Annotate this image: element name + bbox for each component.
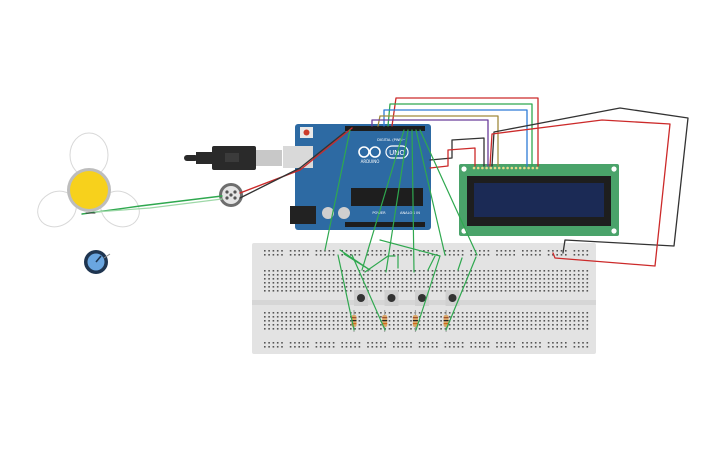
wire-lcd-blue[interactable] (383, 109, 528, 167)
wire-lcd-red-2[interactable] (429, 147, 476, 169)
pushbutton[interactable] (354, 290, 368, 306)
wire-lcd-green[interactable] (387, 103, 533, 167)
wire-power-black[interactable] (491, 107, 689, 254)
arduino-logo-icon (358, 146, 381, 158)
arduino-uno[interactable]: UNO ARDUINO DIGITAL (PWM~) POWER ANALOG … (283, 124, 431, 230)
fan-motor[interactable] (31, 132, 146, 234)
resistor[interactable] (412, 310, 418, 332)
wire-lcd-purple[interactable] (371, 119, 489, 167)
power-jack (290, 206, 316, 224)
wire-vcc-green[interactable] (379, 239, 441, 257)
wire-btn-res-1[interactable] (337, 254, 355, 331)
wire-5v-green[interactable] (361, 129, 405, 271)
wire-lcd-red[interactable] (391, 97, 539, 167)
usb-cable[interactable] (184, 146, 282, 170)
wire-lcd-black-1[interactable] (429, 137, 485, 167)
wire-a2-green[interactable] (415, 129, 446, 256)
wire-a0-green[interactable] (385, 129, 409, 273)
wire-btn-res-4[interactable] (445, 256, 477, 331)
board-brand: ARDUINO (361, 159, 380, 164)
usb-port (283, 146, 313, 168)
lcd-16x2[interactable] (459, 164, 619, 236)
wire-bb-green-5[interactable] (339, 249, 371, 271)
wire-power-red[interactable] (489, 119, 671, 267)
fan-hub (70, 171, 108, 209)
wire-btn-res-3[interactable] (415, 255, 441, 331)
wire-a3-green[interactable] (419, 129, 478, 256)
pushbutton[interactable] (384, 290, 399, 306)
analog-label: ANALOG IN (400, 211, 420, 215)
capacitor (338, 207, 350, 219)
wire-lcd-olive[interactable] (377, 115, 499, 167)
digital-header (345, 126, 425, 131)
atmega-chip (351, 188, 423, 206)
wire-motor-black[interactable] (239, 131, 346, 199)
dc-motor[interactable] (219, 183, 243, 207)
wire-fan-lightgreen[interactable] (94, 198, 223, 213)
lcd-pins (472, 166, 539, 170)
wire-motor-red[interactable] (239, 127, 353, 194)
potentiometer[interactable] (84, 250, 111, 274)
capacitor (322, 207, 334, 219)
wire-gnd-green[interactable] (324, 129, 351, 251)
wire-bb-green-3[interactable] (427, 255, 436, 271)
lcd-screen (474, 183, 604, 217)
wire-bb-green-4[interactable] (457, 257, 463, 271)
digital-label: DIGITAL (PWM~) (377, 138, 407, 142)
analog-header (345, 222, 425, 227)
wire-bb-green-1[interactable] (364, 255, 396, 273)
pushbutton[interactable] (445, 290, 460, 306)
wire-a1-green[interactable] (411, 129, 415, 273)
wire-btn-res-2[interactable] (351, 254, 386, 331)
